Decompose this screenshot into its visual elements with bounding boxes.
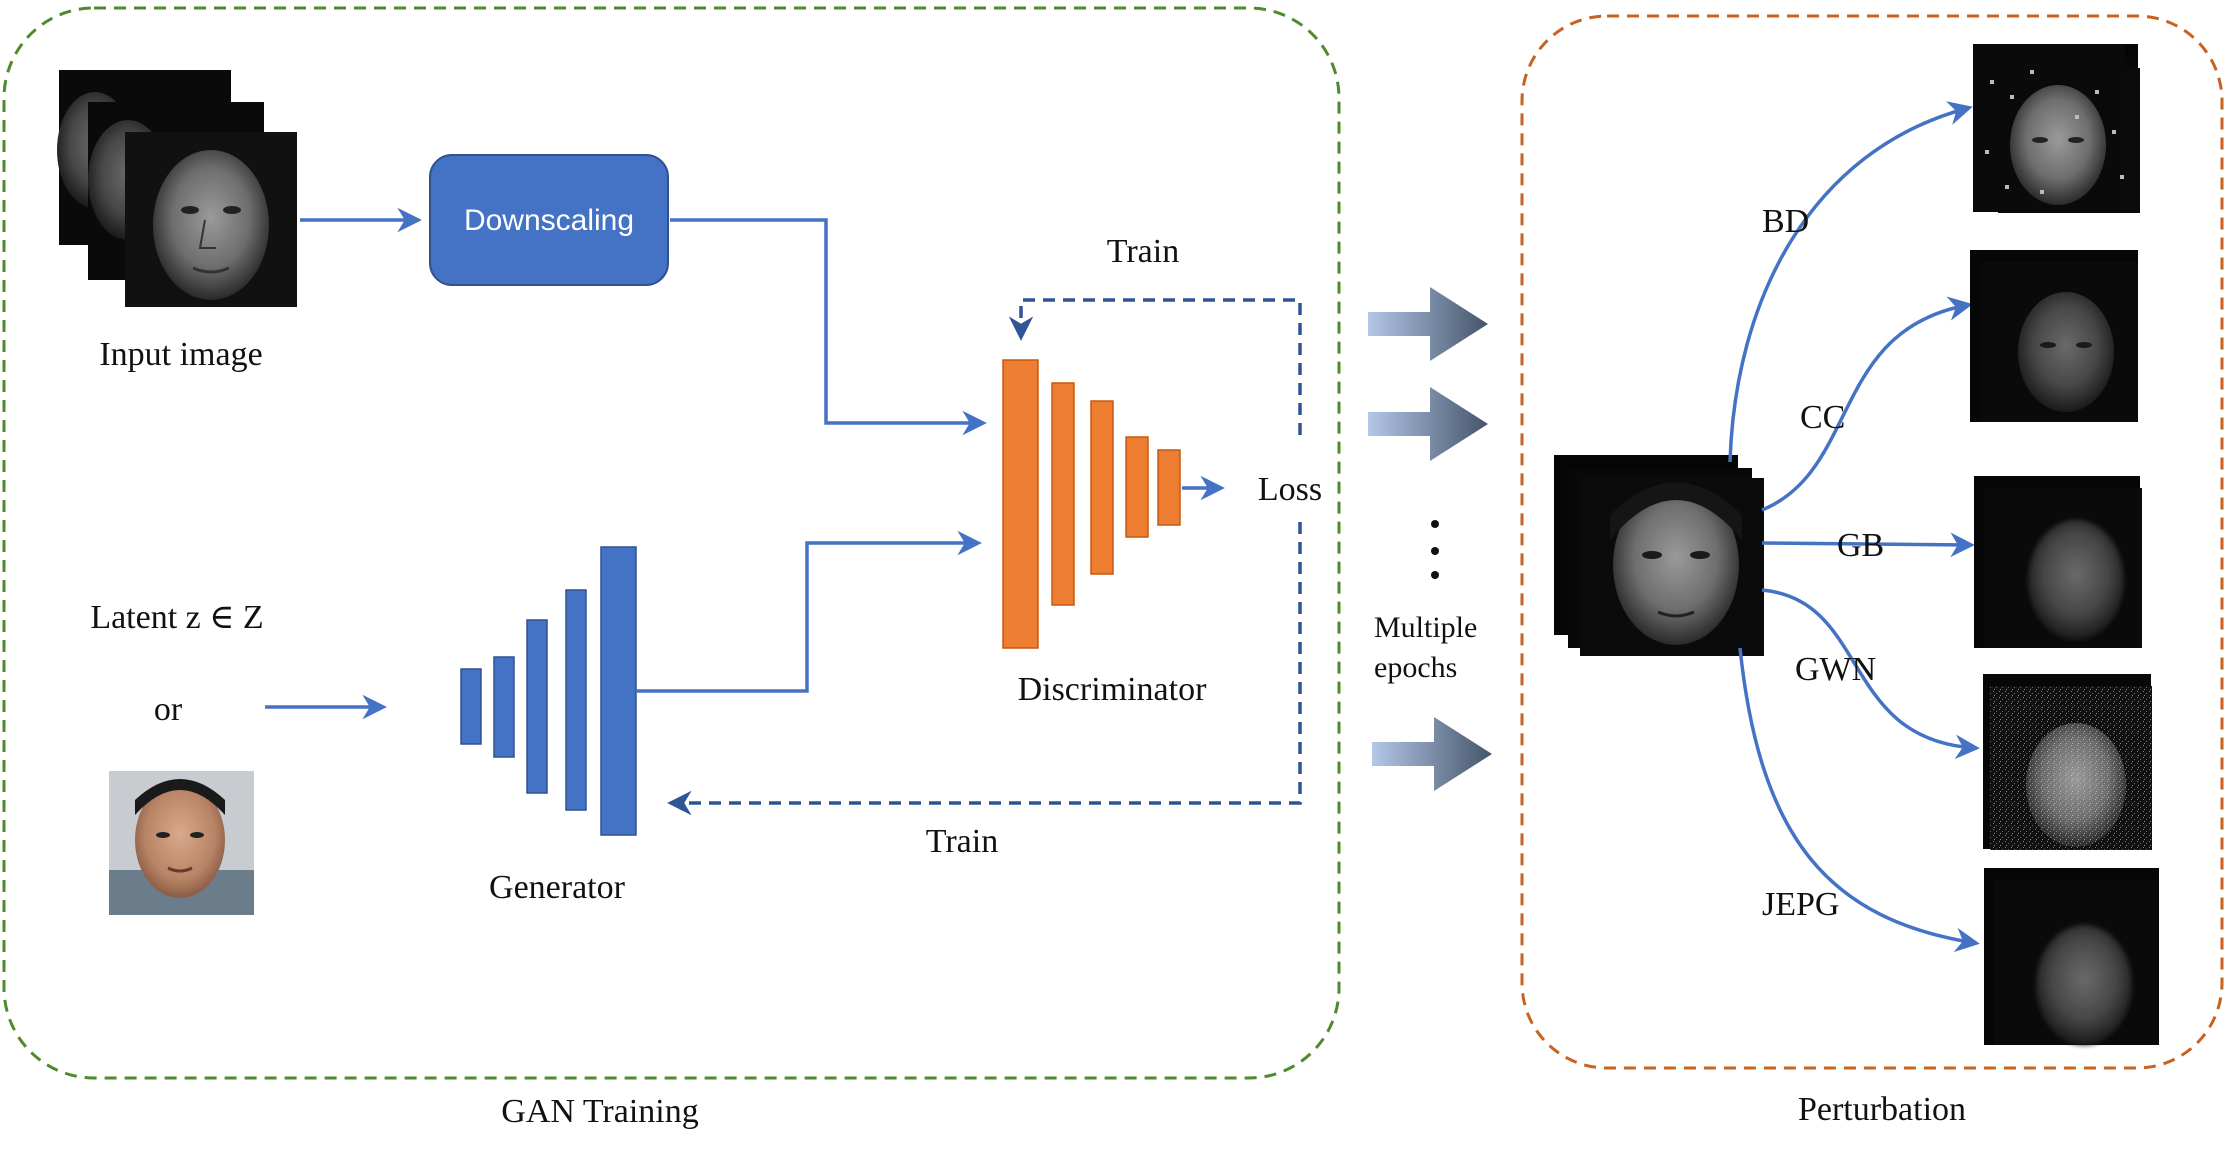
arrow-generator-to-discriminator [637,530,982,693]
epoch-arrows [1368,287,1492,791]
method-label-cc: CC [1800,399,1845,436]
epochs-line1: Multiple [1374,611,1477,644]
arrow-downscaling-to-discriminator [670,218,987,436]
generator-network [460,546,637,836]
gradient-arrow-icon [1372,717,1492,791]
method-label-bd: BD [1762,203,1809,240]
gwn-image-stack [1983,674,2152,850]
gradient-arrow-icon [1368,387,1488,461]
source-face-stack [1554,455,1764,656]
or-label: or [154,691,183,728]
method-label-gwn: GWN [1795,651,1876,688]
jepg-image-stack [1984,868,2159,1045]
discriminator-label: Discriminator [1018,671,1208,708]
color-face-image [109,771,254,915]
method-label-gb: GB [1837,527,1884,564]
train-bottom-label: Train [926,823,998,860]
curve-gb [1761,532,1975,558]
gradient-arrow-icon [1368,287,1488,361]
perturbation-border [1520,14,2224,1070]
downscaling-box: Downscaling [429,154,669,286]
cc-image-stack [1970,250,2138,422]
gan-training-border [2,6,1341,1080]
perturbation-title: Perturbation [1798,1091,1966,1128]
train-top-label: Train [1107,233,1179,270]
dashed-train-to-discriminator [1008,298,1302,435]
gan-training-title: GAN Training [501,1093,698,1130]
dashed-train-to-generator [667,522,1302,816]
method-label-jepg: JEPG [1762,886,1839,923]
input-image-stack [57,70,297,307]
curve-cc [1761,296,1973,512]
generator-label: Generator [489,869,626,906]
bd-image-stack [1973,44,2140,213]
input-image-label: Input image [99,336,262,373]
curve-jepg [1738,647,1980,953]
discriminator-network [1002,359,1181,649]
curve-gwn [1761,588,1980,760]
face-image-icon [153,150,269,300]
curve-bd [1728,101,1973,463]
face-image-icon [1610,482,1742,645]
downscaling-label: Downscaling [464,204,634,237]
latent-label: Latent z ∈ Z [90,599,263,636]
gb-image-stack [1974,476,2142,648]
epochs-line2: epochs [1374,651,1457,684]
loss-label: Loss [1258,471,1322,508]
